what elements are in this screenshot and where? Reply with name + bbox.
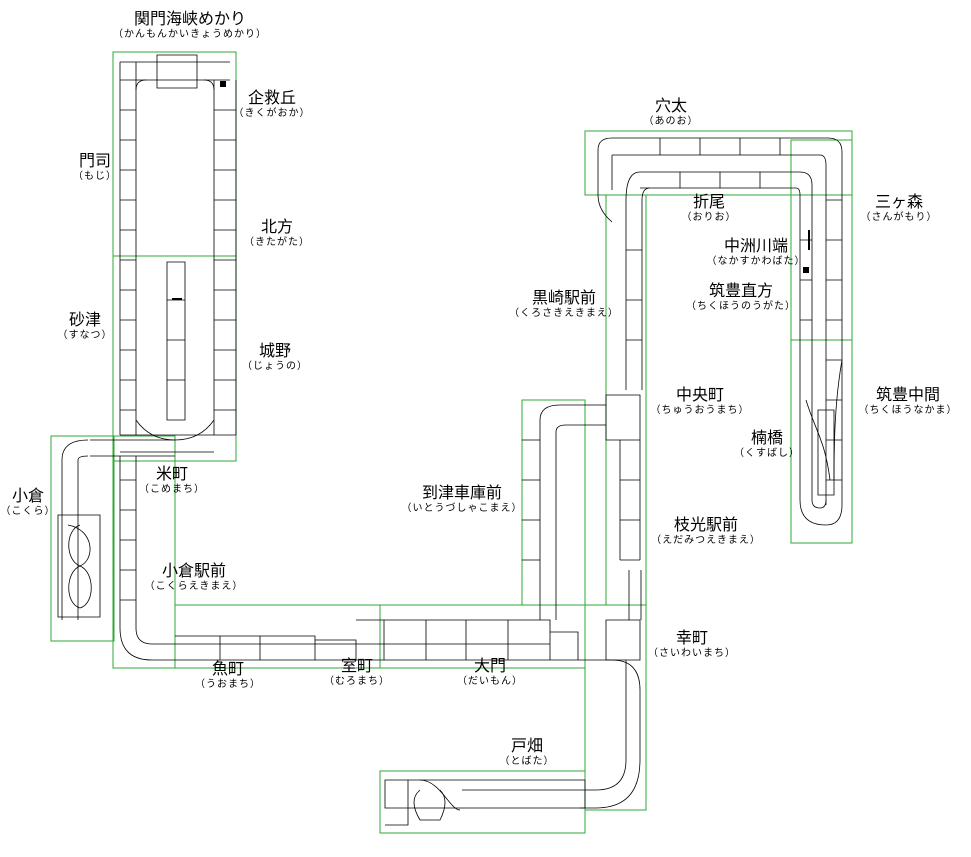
station-nakasu: 中洲川端（なかすかわばた）	[707, 237, 806, 268]
station-reading: （きくがおか）	[233, 108, 311, 119]
station-reading: （くすばし）	[734, 448, 800, 459]
station-reading: （こめまち）	[139, 484, 205, 495]
station-name: 関門海峡めかり	[133, 9, 246, 28]
station-chikuhonakama: 筑豊中間（ちくほうなかま）	[859, 386, 958, 417]
station-reading: （ちゅうおうまち）	[650, 405, 750, 416]
station-reading: （むろまち）	[324, 676, 390, 687]
station-reading: （もじ）	[73, 171, 117, 182]
station-reading: （ちくほうのうがた）	[686, 301, 796, 312]
module-boundaries	[50, 51, 853, 834]
station-ano: 穴太（あのお）	[644, 97, 699, 128]
station-name: 到津車庫前	[421, 483, 502, 502]
station-itozu: 到津車庫前（いとうづしゃこまえ）	[402, 484, 523, 515]
station-komemachi: 米町（こめまち）	[139, 465, 205, 496]
station-name: 折尾	[692, 192, 725, 211]
station-jono: 城野（じょうの）	[242, 342, 308, 373]
station-name: 中洲川端	[723, 236, 788, 255]
station-name: 幸町	[675, 628, 708, 647]
station-reading: （あのお）	[643, 116, 699, 127]
station-reading: （いとうづしゃこまえ）	[401, 503, 523, 514]
station-name: 中央町	[675, 385, 724, 404]
station-name: 門司	[78, 151, 111, 170]
station-name: 穴太	[654, 96, 687, 115]
station-reading: （さんがもり）	[860, 212, 938, 223]
station-name: 筑豊直方	[708, 281, 773, 300]
station-kurosaki: 黒崎駅前（くろさきえきまえ）	[509, 289, 619, 320]
station-chikuhonogata: 筑豊直方（ちくほうのうがた）	[686, 282, 796, 313]
station-name: 小倉	[11, 486, 44, 505]
station-sunatsu: 砂津（すなつ）	[58, 311, 113, 342]
station-kokuraekimae: 小倉駅前（こくらえきまえ）	[145, 562, 244, 593]
station-reading: （とばた）	[499, 756, 555, 767]
station-reading: （おりお）	[681, 212, 737, 223]
station-name: 小倉駅前	[161, 561, 227, 580]
station-moji: 門司（もじ）	[73, 152, 117, 183]
station-reading: （すなつ）	[57, 330, 113, 341]
station-name: 筑豊中間	[875, 385, 940, 404]
station-reading: （じょうの）	[242, 361, 308, 372]
station-reading: （こくら）	[0, 506, 56, 517]
station-reading: （うおまち）	[195, 679, 261, 690]
station-name: 楠橋	[750, 428, 783, 447]
station-reading: （きたがた）	[244, 237, 310, 248]
station-name: 北方	[260, 217, 293, 236]
station-kanmon: 関門海峡めかり（かんもんかいきょうめかり）	[113, 10, 267, 41]
station-saiwai: 幸町（さいわいまち）	[648, 629, 736, 660]
station-reading: （えだみつえきまえ）	[651, 535, 761, 546]
station-name: 砂津	[68, 310, 101, 329]
station-name: 三ヶ森	[874, 192, 923, 211]
station-daimon: 大門（だいもん）	[457, 657, 523, 688]
station-name: 室町	[340, 656, 373, 675]
station-reading: （ちくほうなかま）	[858, 405, 958, 416]
station-name: 黒崎駅前	[531, 288, 597, 307]
station-kusubashi: 楠橋（くすばし）	[734, 429, 800, 460]
station-edamitsu: 枝光駅前（えだみつえきまえ）	[651, 516, 761, 547]
station-reading: （だいもん）	[457, 676, 523, 687]
track-grid	[57, 54, 843, 826]
station-kikugaoka: 企救丘（きくがおか）	[234, 89, 311, 120]
station-chuo: 中央町（ちゅうおうまち）	[651, 386, 750, 417]
station-kokura: 小倉（こくら）	[1, 487, 56, 518]
station-kitagata: 北方（きたがた）	[244, 218, 310, 249]
station-reading: （くろさきえきまえ）	[509, 308, 619, 319]
station-reading: （なかすかわばた）	[706, 256, 806, 267]
station-muromachi: 室町（むろまち）	[324, 657, 390, 688]
station-reading: （こくらえきまえ）	[144, 581, 244, 592]
station-name: 魚町	[211, 659, 244, 678]
station-tobata: 戸畑（とばた）	[500, 737, 555, 768]
station-name: 戸畑	[510, 736, 543, 755]
station-reading: （さいわいまち）	[648, 648, 736, 659]
station-orio: 折尾（おりお）	[682, 193, 737, 224]
station-sangamori: 三ヶ森（さんがもり）	[861, 193, 938, 224]
station-uomachi: 魚町（うおまち）	[195, 660, 261, 691]
station-name: 城野	[258, 341, 291, 360]
station-name: 枝光駅前	[673, 515, 739, 534]
station-name: 企救丘	[247, 88, 296, 107]
track-details	[172, 81, 810, 300]
station-reading: （かんもんかいきょうめかり）	[113, 29, 267, 40]
station-name: 大門	[473, 656, 506, 675]
station-name: 米町	[155, 464, 188, 483]
